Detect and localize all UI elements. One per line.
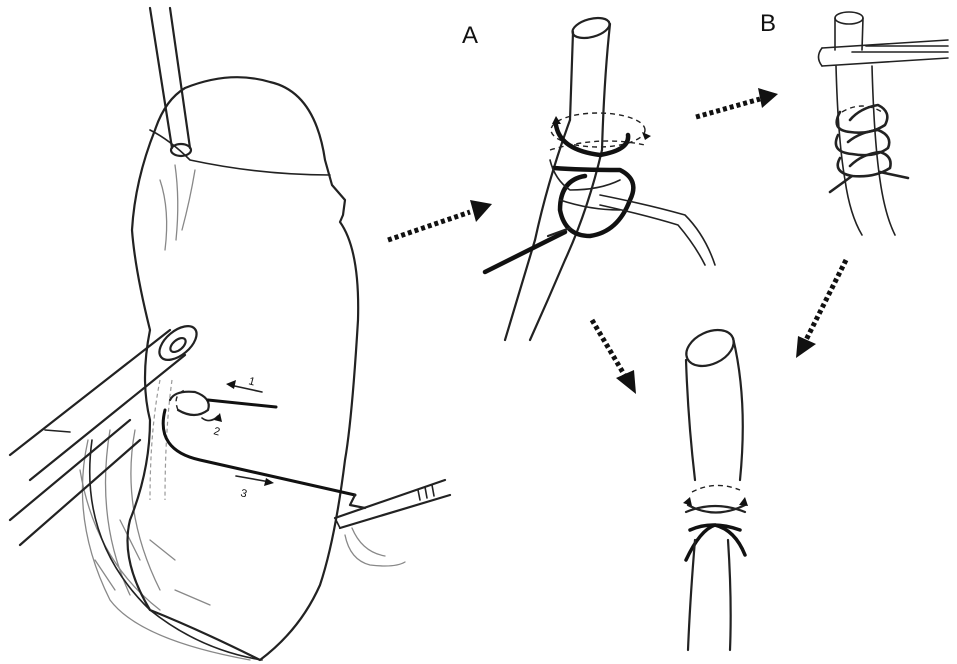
panel-b-vessel-ligated xyxy=(817,11,949,236)
step-arrows: 1 2 3 xyxy=(201,375,274,500)
top-retractor-instrument xyxy=(148,6,193,158)
flow-arrow-b-to-bottom xyxy=(796,258,849,358)
panel-b-label: B xyxy=(760,10,776,37)
flow-arrow-left-to-a xyxy=(387,200,492,243)
right-forceps xyxy=(333,478,452,567)
step-1-label: 1 xyxy=(247,375,256,388)
result-vessel-tied xyxy=(683,328,748,652)
suture-passage xyxy=(149,379,357,501)
flow-arrow-a-to-b xyxy=(695,88,778,120)
organ-body-outline xyxy=(126,76,360,662)
flow-arrow-a-to-bottom xyxy=(589,318,636,394)
organ-top-rim xyxy=(149,129,331,176)
step-2-label: 2 xyxy=(212,425,221,438)
step-3-label: 3 xyxy=(239,487,248,500)
left-needle-holder xyxy=(8,325,198,547)
left-panel-organ-illustration: 1 2 3 xyxy=(8,6,452,662)
draped-tissue xyxy=(79,429,263,661)
panel-a-vessel-knot xyxy=(482,16,716,342)
panel-a-label: A xyxy=(462,22,478,49)
